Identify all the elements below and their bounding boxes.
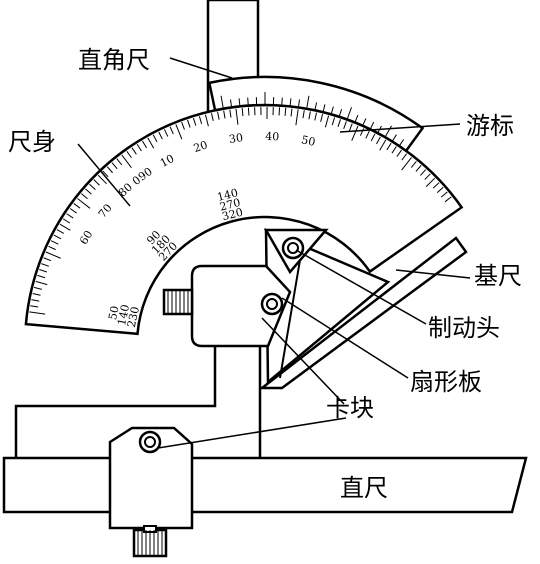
label-clamp-block: 卡块 (326, 394, 374, 422)
label-straight-ruler: 直尺 (340, 474, 388, 502)
straight-ruler (4, 458, 526, 512)
leader-clamp-block-lower (158, 418, 346, 448)
clamp-block-lower-screw-inner (145, 437, 155, 447)
brake-head-screw-inner (288, 243, 298, 253)
scale-number: 30 (228, 131, 244, 146)
label-ruler-body: 尺身 (8, 128, 56, 156)
label-right-angle-ruler: 直角尺 (78, 46, 150, 74)
scale-number: 40 (265, 130, 279, 143)
scale-tick (285, 108, 286, 116)
clamp-knob-lower-knurl (138, 530, 162, 556)
label-brake-head: 制动头 (428, 314, 500, 342)
clamp-block-screw-inner (267, 299, 277, 309)
label-sector-plate: 扇形板 (410, 368, 482, 396)
label-base-ruler: 基尺 (474, 262, 522, 290)
label-vernier: 游标 (466, 112, 514, 140)
scale-tick (248, 108, 249, 116)
